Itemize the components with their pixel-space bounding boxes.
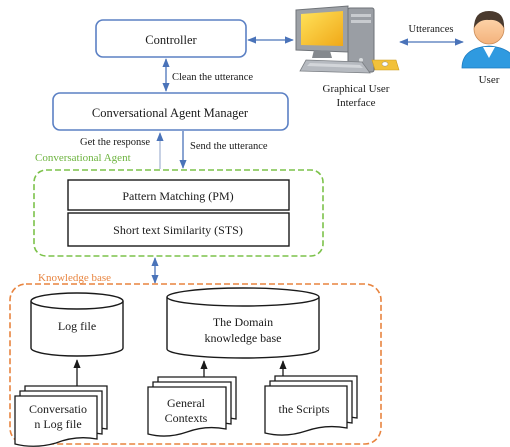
knowledge-base-group: Knowledge base Log file The Domain knowl…: [9, 272, 382, 447]
conversation-log-label-line2: n Log file: [34, 417, 81, 431]
domain-kb-label-line2: knowledge base: [205, 331, 282, 345]
controller-node: Controller: [95, 19, 247, 58]
user-label: User: [479, 74, 500, 86]
log-file-label: Log file: [58, 319, 96, 333]
conversational-agent-label: Conversational Agent: [35, 152, 131, 164]
pm-box: [67, 179, 290, 211]
conversational-agent-border: [33, 169, 324, 257]
agent-manager-label: Conversational Agent Manager: [92, 106, 249, 120]
conversation-log-label-line1: Conversatio: [29, 402, 87, 416]
general-contexts-label-line2: Contexts: [165, 411, 208, 425]
general-contexts-label-line1: General: [167, 396, 206, 410]
agent-manager-box: [52, 92, 289, 131]
agent-manager-node: Conversational Agent Manager: [52, 92, 289, 131]
conversation-log-document: [14, 385, 108, 447]
scripts-label: the Scripts: [279, 402, 330, 416]
get-response-label: Get the response: [80, 137, 150, 148]
general-contexts-document: [147, 376, 237, 437]
controller-box: [95, 19, 247, 58]
user-icon: [461, 11, 510, 69]
domain-kb-label-line1: The Domain: [213, 315, 273, 329]
knowledge-base-border: [9, 283, 382, 445]
log-file-cylinder: [30, 292, 124, 357]
controller-label: Controller: [145, 33, 197, 47]
sts-label: Short text Similarity (STS): [113, 223, 243, 237]
scripts-document: [264, 375, 358, 436]
conversational-agent-group: Conversational Agent Pattern Matching (P…: [33, 152, 324, 257]
clean-utterance-label: Clean the utterance: [172, 72, 253, 83]
sts-box: [67, 212, 290, 247]
send-utterance-label: Send the utterance: [190, 141, 268, 152]
gui-label-line2: Interface: [336, 97, 375, 109]
domain-kb-cylinder: [166, 287, 320, 359]
computer-icon: [295, 5, 400, 74]
gui-label-line1: Graphical User: [323, 83, 390, 95]
knowledge-base-label: Knowledge base: [38, 272, 111, 284]
pm-label: Pattern Matching (PM): [122, 189, 233, 203]
utterances-label: Utterances: [409, 24, 454, 35]
